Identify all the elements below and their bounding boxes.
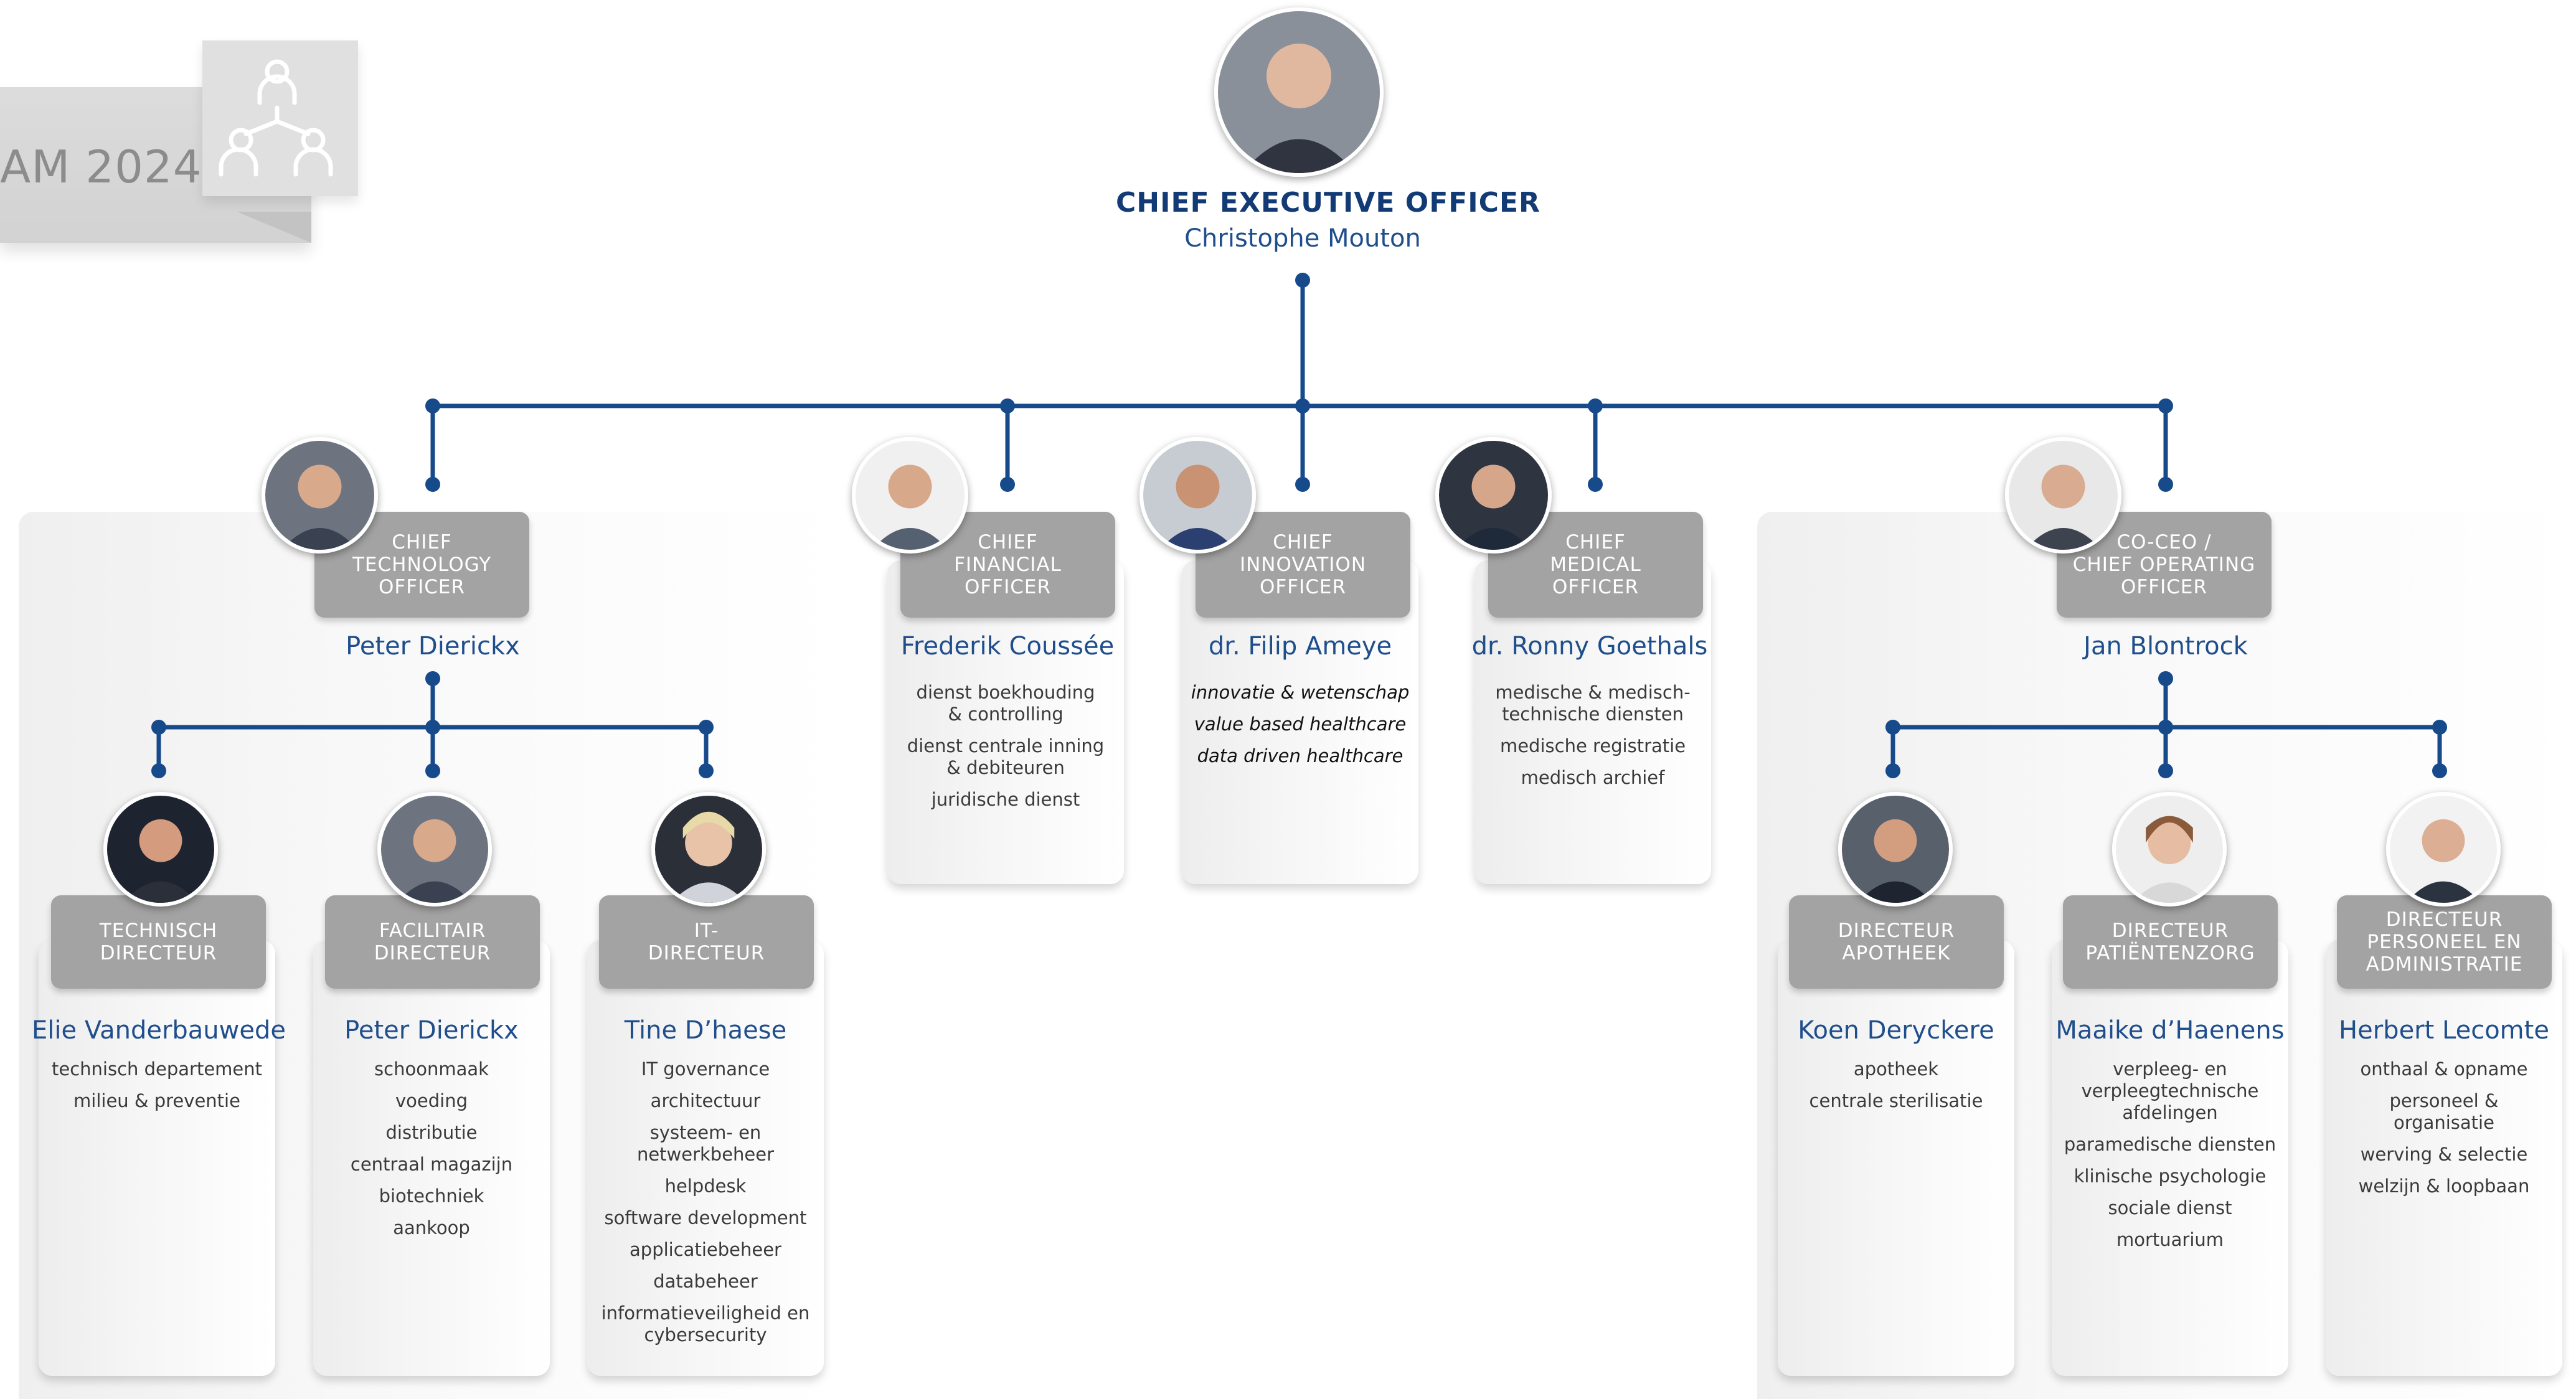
coo-avatar: [2005, 437, 2121, 553]
hr-dir-duties: onthaal & opname personeel & organisatie…: [2326, 1058, 2562, 1207]
duty-item: onthaal & opname: [2360, 1058, 2528, 1080]
duty-item: centraal magazijn: [350, 1154, 513, 1175]
cino-duties: innovatie & wetenschap value based healt…: [1182, 682, 1418, 777]
tech-dir-name: Elie Vanderbauwede: [32, 1016, 286, 1045]
apo-dir-duties: apotheek centrale sterilisatie: [1778, 1058, 2014, 1122]
duty-item: personeel & organisatie: [2389, 1090, 2499, 1133]
duty-item: apotheek: [1853, 1058, 1939, 1080]
duty-item: voeding: [395, 1090, 468, 1111]
ceo-title: CHIEF EXECUTIVE OFFICER: [1116, 187, 1540, 219]
tech-dir-duties: technisch departement milieu & preventie: [39, 1058, 275, 1122]
it-dir-name: Tine D’haese: [624, 1016, 787, 1045]
duty-item: distributie: [385, 1122, 478, 1143]
duty-item: welzijn & loopbaan: [2358, 1175, 2530, 1197]
duty-item: systeem- en netwerkbeheer: [636, 1122, 775, 1165]
ceo-name: Christophe Mouton: [1184, 224, 1421, 253]
duty-item: data driven healthcare: [1197, 745, 1404, 766]
org-chart-icon: [202, 40, 358, 196]
it-dir-title-box: IT- DIRECTEUR: [599, 895, 814, 989]
duty-item: verpleeg- en verpleegtechnische afdeling…: [2081, 1058, 2259, 1123]
fac-dir-card: [313, 940, 550, 1376]
duty-item: technisch departement: [51, 1058, 263, 1080]
cfo-title-box: CHIEF FINANCIAL OFFICER: [900, 512, 1115, 618]
apo-dir-avatar: [1838, 792, 1953, 907]
duty-item: informatieveiligheid en cybersecurity: [601, 1302, 810, 1345]
pz-dir-name: Maaike d’Haenens: [2055, 1016, 2285, 1045]
duty-item: milieu & preventie: [73, 1090, 240, 1111]
fac-dir-title-box: FACILITAIR DIRECTEUR: [325, 895, 540, 989]
cfo-duties: dienst boekhouding & controlling dienst …: [887, 682, 1124, 821]
it-dir-avatar: [651, 792, 766, 907]
duty-item: value based healthcare: [1194, 714, 1407, 735]
duty-item: mortuarium: [2116, 1229, 2224, 1250]
cmo-avatar: [1435, 437, 1552, 553]
duty-item: sociale dienst: [2108, 1197, 2232, 1218]
tech-dir-card: [39, 940, 275, 1376]
fac-dir-duties: schoonmaak voeding distributie centraal …: [313, 1058, 550, 1249]
fac-dir-avatar: [377, 792, 492, 907]
cmo-name: dr. Ronny Goethals: [1471, 632, 1708, 661]
duty-item: dienst centrale inning & debiteuren: [907, 735, 1105, 778]
duty-item: innovatie & wetenschap: [1191, 682, 1410, 703]
pz-dir-card: [2052, 940, 2288, 1376]
duty-item: schoonmaak: [374, 1058, 489, 1080]
tech-dir-title-box: TECHNISCH DIRECTEUR: [51, 895, 266, 989]
ceo-avatar: [1214, 7, 1384, 177]
hr-dir-name: Herbert Lecomte: [2339, 1016, 2549, 1045]
duty-item: dienst boekhouding & controlling: [916, 682, 1095, 725]
duty-item: werving & selectie: [2360, 1144, 2528, 1165]
duty-item: klinische psychologie: [2074, 1166, 2267, 1187]
pz-dir-title-box: DIRECTEUR PATIËNTENZORG: [2063, 895, 2278, 989]
duty-item: IT governance: [641, 1058, 770, 1080]
it-dir-duties: IT governance architectuur systeem- en n…: [587, 1058, 824, 1356]
tech-dir-avatar: [103, 792, 218, 907]
page-title: AM 2024: [0, 141, 202, 193]
cmo-duties: medische & medisch- technische diensten …: [1474, 682, 1711, 799]
duty-item: architectuur: [650, 1090, 761, 1111]
pz-dir-duties: verpleeg- en verpleegtechnische afdeling…: [2052, 1058, 2288, 1261]
apo-dir-card: [1778, 940, 2014, 1376]
duty-item: applicatiebeheer: [630, 1239, 781, 1260]
cfo-avatar: [852, 437, 968, 553]
hr-dir-avatar: [2386, 792, 2501, 907]
pz-dir-avatar: [2112, 792, 2227, 907]
hr-dir-card: [2326, 940, 2562, 1376]
apo-dir-title-box: DIRECTEUR APOTHEEK: [1789, 895, 2004, 989]
duty-item: juridische dienst: [931, 789, 1080, 810]
duty-item: medische registratie: [1499, 735, 1686, 756]
cto-title-box: CHIEF TECHNOLOGY OFFICER: [314, 512, 529, 618]
duty-item: aankoop: [393, 1217, 470, 1238]
fac-dir-name: Peter Dierickx: [344, 1016, 519, 1045]
cfo-name: Frederik Coussée: [900, 632, 1115, 661]
duty-item: paramedische diensten: [2064, 1134, 2276, 1155]
duty-item: medisch archief: [1521, 767, 1665, 788]
apo-dir-name: Koen Deryckere: [1798, 1016, 1994, 1045]
duty-item: medische & medisch- technische diensten: [1495, 682, 1691, 725]
cto-avatar: [262, 437, 378, 553]
cino-avatar: [1139, 437, 1256, 553]
cto-name: Peter Dierickx: [346, 632, 520, 661]
coo-name: Jan Blontrock: [2083, 632, 2248, 661]
duty-item: biotechniek: [379, 1185, 484, 1207]
it-dir-card: [587, 940, 824, 1376]
hr-dir-title-box: DIRECTEUR PERSONEEL EN ADMINISTRATIE: [2337, 895, 2552, 989]
duty-item: databeheer: [653, 1271, 758, 1292]
duty-item: helpdesk: [664, 1175, 747, 1197]
duty-item: software development: [604, 1207, 807, 1228]
duty-item: centrale sterilisatie: [1809, 1090, 1983, 1111]
cino-name: dr. Filip Ameye: [1208, 632, 1392, 661]
title-banner-fold: [237, 212, 311, 243]
